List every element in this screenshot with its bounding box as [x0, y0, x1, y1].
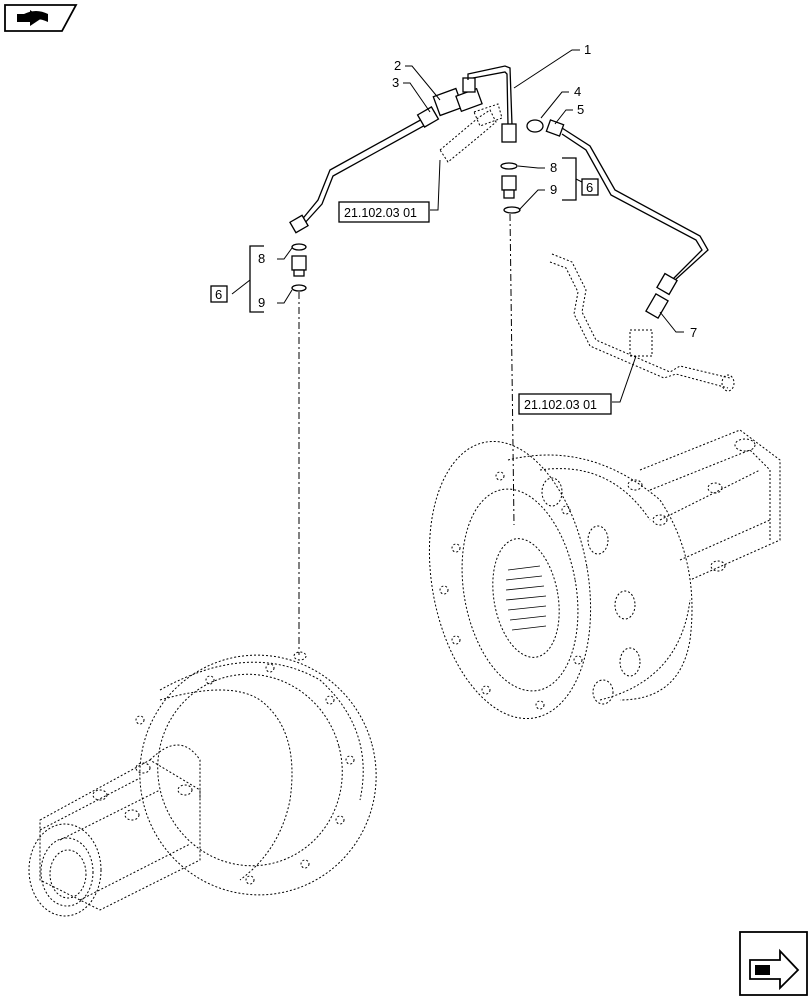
- leader-lines: [277, 49, 684, 403]
- callout-9-right: 9: [550, 182, 557, 197]
- callout-6-right: 6: [581, 178, 599, 196]
- group-bracket-left: [231, 245, 264, 313]
- book-arrow-icon[interactable]: [4, 4, 78, 32]
- callout-1: 1: [584, 42, 591, 57]
- center-fittings: [500, 123, 521, 214]
- callout-2: 2: [394, 58, 401, 73]
- right-axle-housing: [428, 429, 781, 720]
- svg-text:21.102.03 01: 21.102.03 01: [524, 398, 597, 412]
- callout-5: 5: [577, 102, 584, 117]
- svg-text:6: 6: [586, 180, 593, 195]
- tee-fitting: [432, 65, 513, 126]
- callout-4: 4: [574, 84, 581, 99]
- pipe-right: [526, 119, 709, 320]
- left-axle-housing: [28, 651, 377, 917]
- svg-text:21.102.03 01: 21.102.03 01: [344, 206, 417, 220]
- mounting-bracket: [439, 103, 503, 163]
- callout-3: 3: [392, 75, 399, 90]
- reference-bracket[interactable]: 21.102.03 01: [338, 201, 430, 223]
- callout-7: 7: [690, 325, 697, 340]
- svg-text:6: 6: [215, 287, 222, 302]
- pipe-left: [289, 106, 440, 234]
- callout-8-left: 8: [258, 251, 265, 266]
- centerline-right: [509, 213, 515, 526]
- callout-9-left: 9: [258, 295, 265, 310]
- next-page-arrow-icon[interactable]: [739, 931, 808, 996]
- left-fittings: [291, 243, 307, 292]
- dotted-pipe: [549, 253, 735, 392]
- callout-8-right: 8: [550, 160, 557, 175]
- callout-6-left: 6: [210, 285, 228, 303]
- reference-pipe[interactable]: 21.102.03 01: [518, 393, 612, 415]
